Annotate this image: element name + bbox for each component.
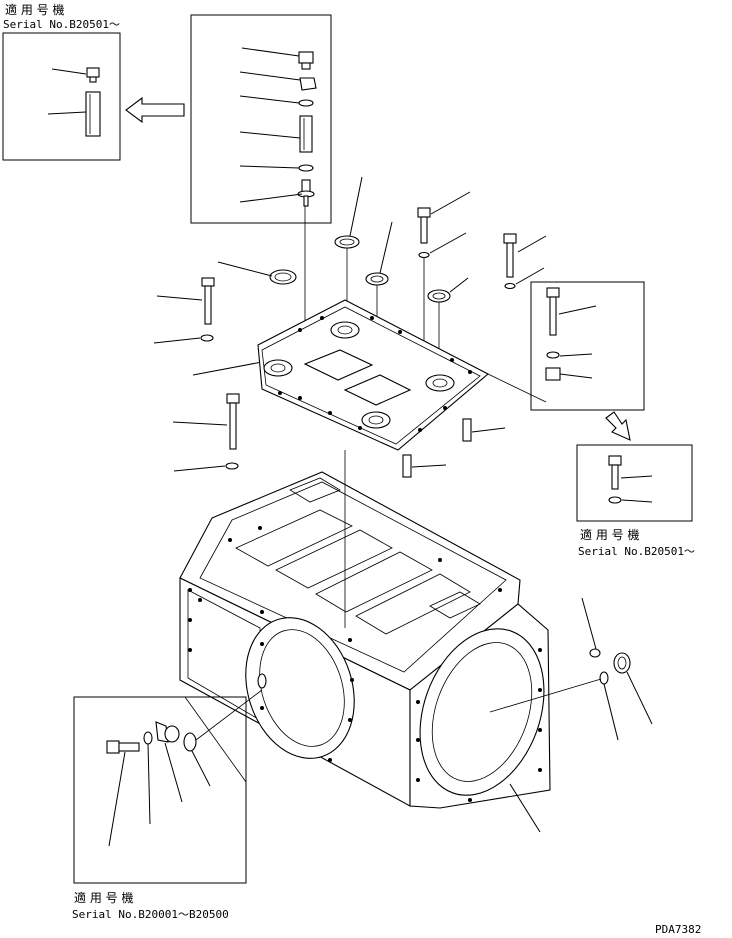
inset-top-left-applicability-label: 適 用 号 機 bbox=[5, 2, 64, 17]
inset-top-left-frame bbox=[2, 32, 121, 161]
arrow-down-icon bbox=[605, 411, 631, 441]
inset-top-center bbox=[190, 14, 332, 224]
inset-bottom-left-applicability-label: 適 用 号 機 bbox=[74, 890, 133, 905]
inset-right-serial-label: Serial No.B20501～ bbox=[578, 545, 695, 558]
inset-right bbox=[487, 281, 645, 411]
inset-lower-right-frame bbox=[576, 444, 693, 522]
drawing-code-label: PDA7382 bbox=[655, 923, 701, 936]
inset-top-left: 適 用 号 機 Serial No.B20501～ bbox=[2, 2, 121, 161]
cover-fasteners bbox=[153, 176, 547, 478]
inset-right-frame bbox=[530, 281, 645, 411]
inset-right-applicability-label: 適 用 号 機 bbox=[580, 527, 639, 542]
arrow-left-icon bbox=[125, 96, 185, 124]
inset-bottom-left-frame bbox=[73, 696, 247, 884]
inset-sleeve-part bbox=[85, 91, 101, 137]
inset-bottom-left-serial-label: Serial No.B20001～B20500 bbox=[72, 908, 229, 921]
inset-top-left-serial-label: Serial No.B20501～ bbox=[3, 18, 120, 31]
inset-nut-part bbox=[86, 67, 100, 83]
side-plug-parts bbox=[489, 597, 653, 741]
transmission-case bbox=[179, 471, 551, 833]
inset-lower-right: 適 用 号 機 Serial No.B20501～ bbox=[576, 444, 695, 558]
inset-bottom-left: 適 用 号 機 Serial No.B20001～B20500 bbox=[72, 689, 263, 921]
top-cover-plate bbox=[257, 299, 489, 451]
inset-top-center-frame bbox=[190, 14, 332, 224]
